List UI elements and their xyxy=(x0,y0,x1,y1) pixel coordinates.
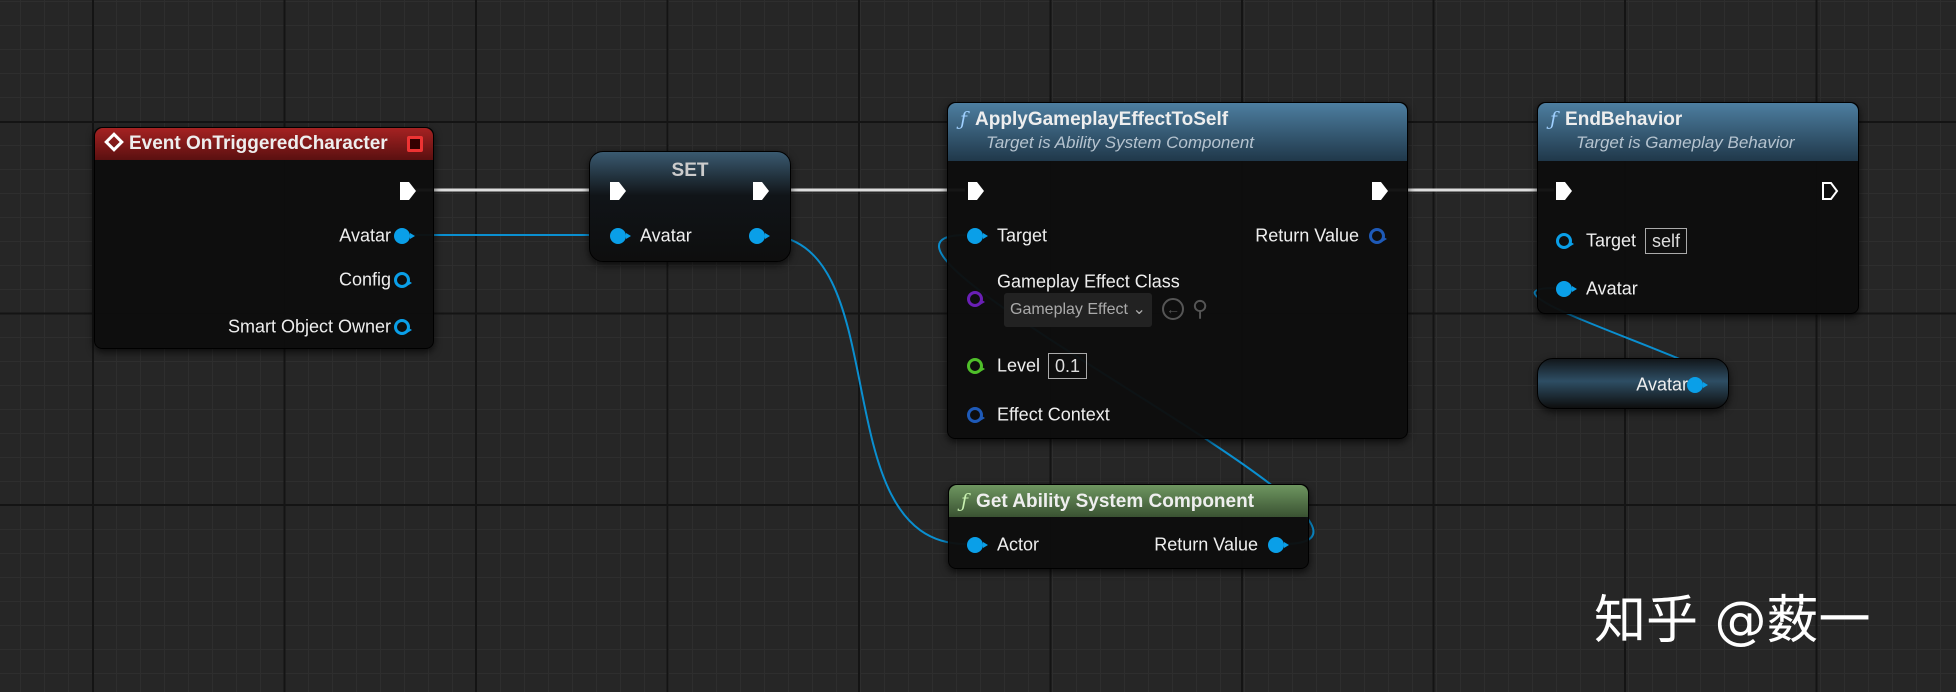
smart-object-owner-pin[interactable] xyxy=(394,319,412,335)
delegate-pin-icon[interactable] xyxy=(407,136,423,152)
chevron-down-icon: ⌄ xyxy=(1132,301,1146,318)
event-node-title: Event OnTriggeredCharacter xyxy=(129,133,388,154)
exec-out-pin[interactable] xyxy=(1371,181,1389,201)
exec-out-pin[interactable] xyxy=(752,181,770,201)
end-node-header: ƒ EndBehavior Target is Gameplay Behavior xyxy=(1538,103,1858,161)
pin-label: Return Value xyxy=(1255,225,1359,246)
dropdown-value: Gameplay Effect xyxy=(1010,301,1128,318)
pin-label: Target xyxy=(997,225,1048,246)
pin-label: Config xyxy=(338,269,391,290)
event-icon xyxy=(104,132,124,152)
pin-label: Level xyxy=(997,355,1041,376)
use-selected-icon[interactable]: ← xyxy=(1162,298,1184,320)
avatar-to-actor-wire xyxy=(763,234,967,545)
end-node-subtitle: Target is Gameplay Behavior xyxy=(1576,133,1795,152)
get-ability-system-component-node[interactable]: ƒ Get Ability System Component Actor Retu… xyxy=(948,484,1309,569)
apply-node-header: ƒ ApplyGameplayEffectToSelf Target is Abi… xyxy=(948,103,1407,161)
target-pin[interactable] xyxy=(1556,233,1574,249)
return-value-pin[interactable] xyxy=(1369,228,1387,244)
config-pin[interactable] xyxy=(394,272,412,288)
avatar-out-pin[interactable] xyxy=(749,228,770,244)
get-asc-title: Get Ability System Component xyxy=(976,491,1255,512)
exec-out-pin[interactable] xyxy=(1821,181,1839,201)
exec-in-pin[interactable] xyxy=(1555,181,1573,201)
target-pin[interactable] xyxy=(967,228,988,244)
function-icon: ƒ xyxy=(960,108,968,130)
apply-node-subtitle: Target is Ability System Component xyxy=(986,133,1255,152)
exec-out-pin[interactable] xyxy=(399,181,417,201)
gameplay-effect-class-dropdown[interactable]: Gameplay Effect ⌄ xyxy=(1004,293,1152,327)
gameplay-effect-class-pin[interactable] xyxy=(967,291,985,307)
apply-gameplay-effect-node[interactable]: ƒ ApplyGameplayEffectToSelf Target is Abi… xyxy=(947,102,1408,439)
avatar-getter-node[interactable]: Avatar xyxy=(1537,358,1729,409)
event-node-header: Event OnTriggeredCharacter xyxy=(95,128,433,160)
avatar-pin[interactable] xyxy=(1556,281,1577,297)
watermark: 知乎 @薮一 xyxy=(1594,591,1871,651)
actor-pin[interactable] xyxy=(967,537,988,553)
end-behavior-node[interactable]: ƒ EndBehavior Target is Gameplay Behavior… xyxy=(1537,102,1859,314)
pin-label: Gameplay Effect Class xyxy=(997,271,1180,292)
exec-in-pin[interactable] xyxy=(609,181,627,201)
function-icon: ƒ xyxy=(1550,108,1558,130)
pin-label: Avatar xyxy=(640,225,692,246)
pin-label: Effect Context xyxy=(997,404,1110,425)
search-icon[interactable]: ⚲ xyxy=(1192,296,1209,321)
get-asc-header: ƒ Get Ability System Component xyxy=(949,485,1308,517)
pin-label: Smart Object Owner xyxy=(227,316,391,337)
apply-node-title: ApplyGameplayEffectToSelf xyxy=(975,109,1229,130)
pin-label: Actor xyxy=(997,534,1040,555)
set-node-title: SET xyxy=(671,160,709,181)
avatar-out-pin[interactable] xyxy=(1687,377,1708,393)
end-node-title: EndBehavior xyxy=(1565,109,1683,130)
target-input[interactable]: self xyxy=(1645,228,1688,254)
avatar-pin[interactable] xyxy=(394,228,415,244)
level-input[interactable]: 0.1 xyxy=(1048,353,1088,379)
exec-in-pin[interactable] xyxy=(967,181,985,201)
event-node[interactable]: Event OnTriggeredCharacter Avatar Config… xyxy=(94,127,434,349)
effect-context-pin[interactable] xyxy=(967,407,985,423)
pin-label: Avatar xyxy=(1586,278,1638,299)
function-icon: ƒ xyxy=(961,490,969,512)
avatar-in-pin[interactable] xyxy=(610,228,631,244)
level-pin[interactable] xyxy=(967,358,985,374)
pin-label: Target xyxy=(1586,230,1637,251)
return-value-pin[interactable] xyxy=(1268,537,1289,553)
pin-label: Avatar xyxy=(1636,374,1688,395)
pin-label: Return Value xyxy=(1154,534,1258,555)
pin-label: Avatar xyxy=(339,225,391,246)
set-node[interactable]: SET Avatar xyxy=(589,151,791,262)
